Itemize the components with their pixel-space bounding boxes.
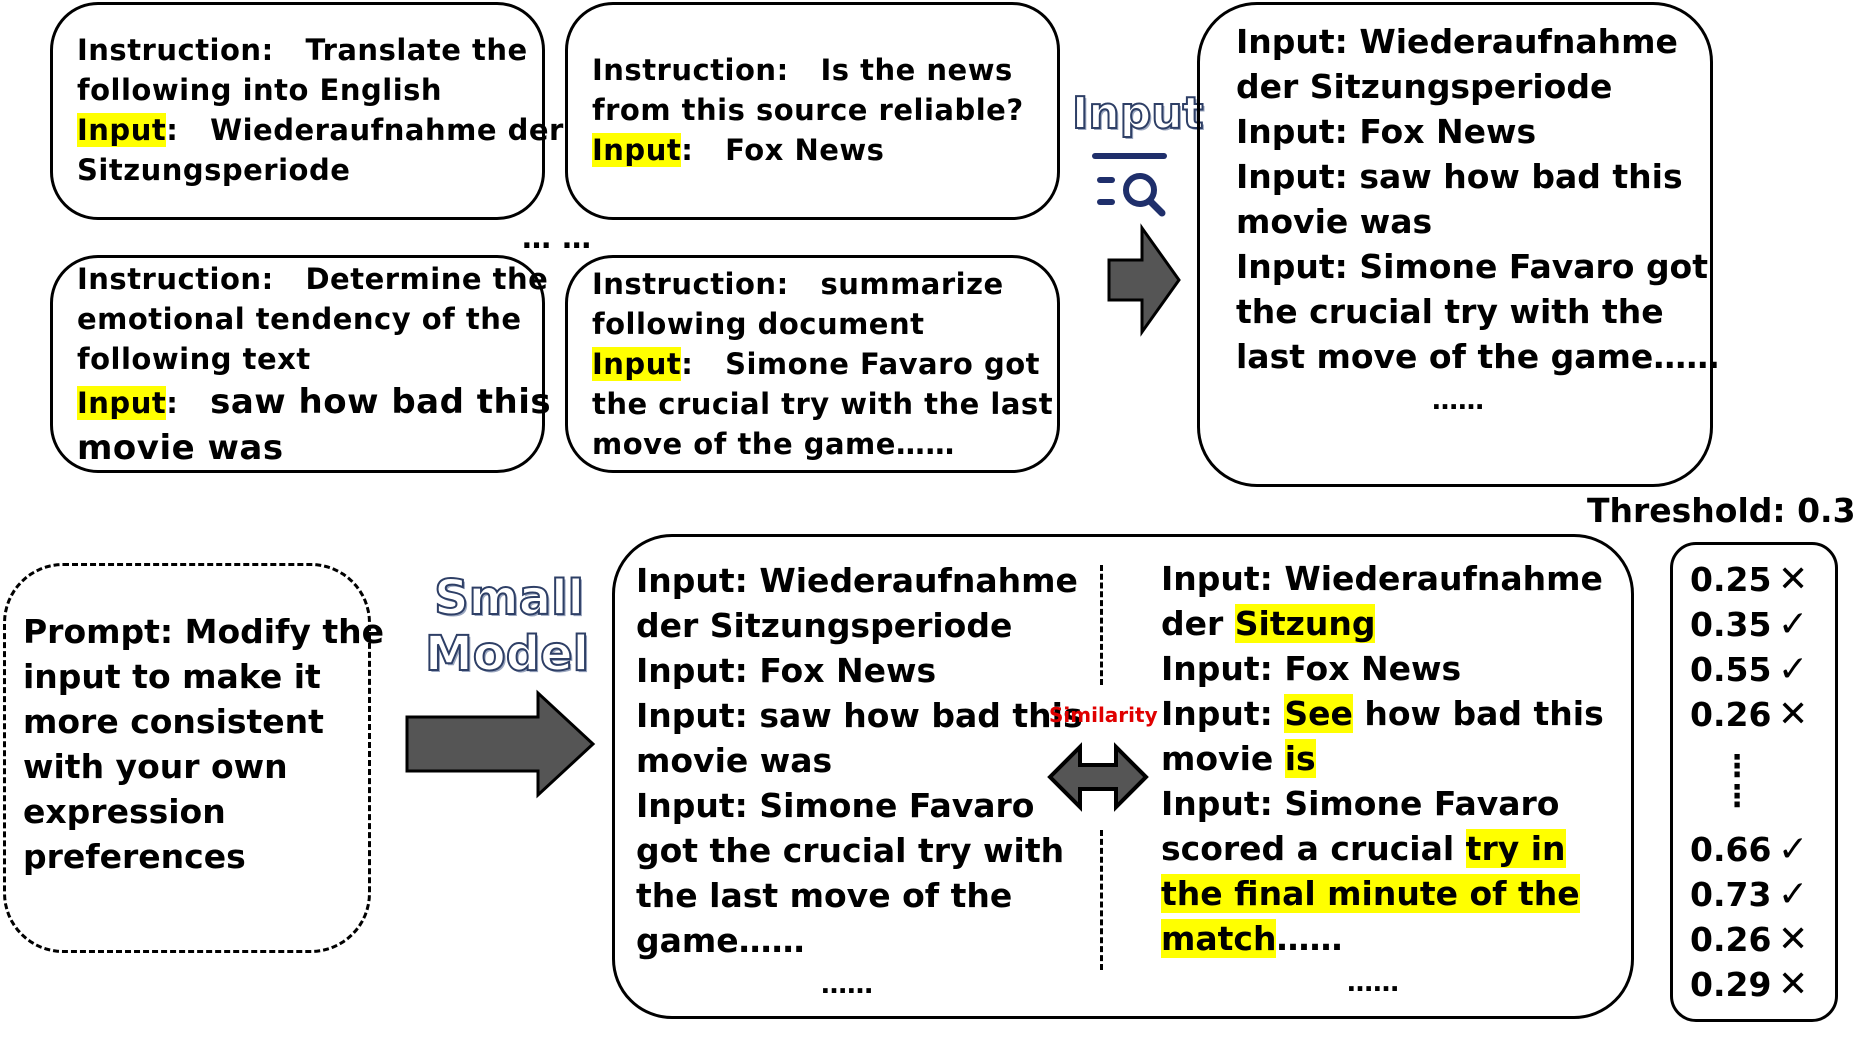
input-highlight: Input <box>592 133 682 167</box>
extracted-inputs-text: Input: Wiederaufnahme der Sitzungsperiod… <box>1236 22 1720 416</box>
changed-text-highlight: is <box>1284 739 1316 778</box>
check-icon: ✓ <box>1778 648 1809 690</box>
score-row: 0.29✕ <box>1690 963 1809 1005</box>
score-row: 0.26✕ <box>1690 693 1809 735</box>
vertical-ellipsis-icon: ⋮⋮ <box>1722 749 1752 814</box>
prompt-text: Prompt: Modify the input to make it more… <box>23 612 385 876</box>
check-icon: ✓ <box>1778 873 1809 915</box>
input-icon-label: Input <box>1071 87 1205 140</box>
input-highlight: Input <box>592 347 682 381</box>
score-row: 0.26✕ <box>1690 918 1809 960</box>
cross-icon: ✕ <box>1778 918 1809 960</box>
filter-search-icon <box>1092 153 1167 217</box>
ellipsis-separator: … … <box>522 221 592 255</box>
small-model-label: Small Model <box>424 569 590 683</box>
input-highlight: Input <box>77 113 167 147</box>
column-divider <box>1100 565 1103 685</box>
score-row: 0.55✓ <box>1690 648 1809 690</box>
right-arrow-icon <box>405 689 596 799</box>
changed-text-highlight: See <box>1284 694 1353 733</box>
column-divider <box>1100 830 1103 970</box>
right-arrow-icon <box>1107 223 1181 337</box>
instruction-box-emotion-text: Instruction: Determine the emotional ten… <box>77 262 552 468</box>
modified-inputs-column: Input: Wiederaufnahme der Sitzung Input:… <box>1161 559 1604 998</box>
instruction-box-emotion <box>50 255 545 473</box>
comparison-box <box>612 534 1634 1019</box>
input-highlight: Input <box>77 386 167 420</box>
extracted-inputs-box <box>1197 2 1713 487</box>
check-icon: ✓ <box>1778 603 1809 645</box>
score-row: 0.66✓ <box>1690 828 1809 870</box>
instruction-box-news <box>565 2 1060 220</box>
check-icon: ✓ <box>1778 828 1809 870</box>
instruction-box-summarize-text: Instruction: summarize following documen… <box>592 267 1054 461</box>
instruction-box-translate <box>50 2 545 220</box>
prompt-box <box>3 563 371 953</box>
changed-text-highlight: the final minute of the <box>1161 874 1580 913</box>
cross-icon: ✕ <box>1778 558 1809 600</box>
original-inputs-column: Input: Wiederaufnahme der Sitzungsperiod… <box>636 561 1083 1000</box>
instruction-box-translate-text: Instruction: Translate the following int… <box>77 33 564 187</box>
scores-list: 0.25✕ 0.35✓ 0.55✓ 0.26✕ ⋮⋮ 0.66✓ 0.73✓ 0… <box>1690 560 1830 1020</box>
double-arrow-icon <box>1047 742 1149 812</box>
changed-text-highlight: match <box>1161 919 1277 958</box>
score-row: 0.35✓ <box>1690 603 1809 645</box>
instruction-box-summarize <box>565 255 1060 473</box>
threshold-label: Threshold: 0.3 <box>1587 491 1856 530</box>
changed-text-highlight: Sitzung <box>1234 604 1376 643</box>
scores-bracket <box>1670 542 1838 1022</box>
score-row: 0.73✓ <box>1690 873 1809 915</box>
cross-icon: ✕ <box>1778 963 1809 1005</box>
similarity-label: Similarity <box>1049 703 1158 727</box>
changed-text-highlight: try in <box>1465 829 1566 868</box>
score-row: 0.25✕ <box>1690 558 1809 600</box>
instruction-box-news-text: Instruction: Is the news from this sourc… <box>592 53 1024 167</box>
cross-icon: ✕ <box>1778 693 1809 735</box>
